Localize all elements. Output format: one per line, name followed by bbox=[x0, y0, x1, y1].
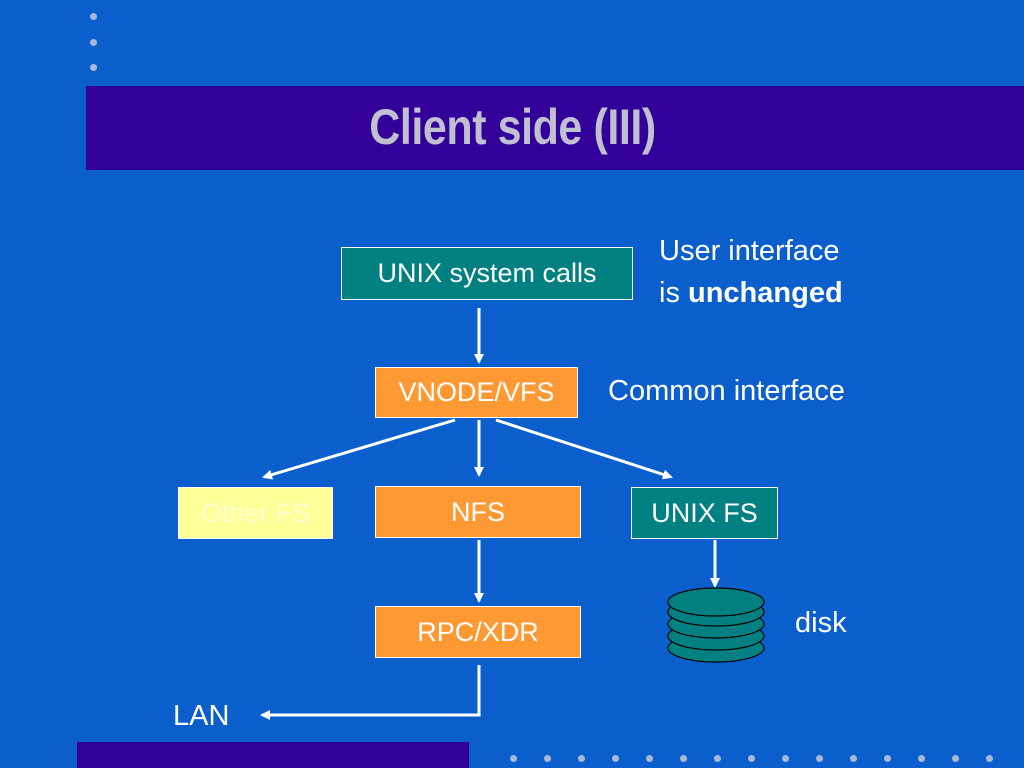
arrow-vfs-to-unixfs bbox=[495, 418, 673, 480]
title-band bbox=[86, 86, 1024, 170]
user-interface-line2-prefix: is bbox=[659, 277, 688, 309]
disk-icon bbox=[667, 587, 765, 663]
other-fs-box: Other FS bbox=[178, 487, 333, 539]
common-interface-note: Common interface bbox=[608, 375, 845, 407]
slide-title: Client side (III) bbox=[369, 99, 656, 155]
arrow-rpc-to-lan bbox=[260, 665, 481, 720]
user-interface-note: User interface is unchanged bbox=[659, 230, 843, 314]
unix-system-calls-box: UNIX system calls bbox=[341, 247, 633, 300]
unchanged-emphasis: unchanged bbox=[688, 277, 843, 309]
vnode-vfs-box: VNODE/VFS bbox=[375, 367, 578, 418]
arrow-vfs-to-otherfs bbox=[262, 418, 456, 480]
rpc-xdr-box: RPC/XDR bbox=[375, 606, 581, 658]
nfs-box: NFS bbox=[375, 486, 581, 538]
user-interface-line1: User interface bbox=[659, 235, 840, 267]
unix-fs-box: UNIX FS bbox=[631, 487, 778, 539]
footer-band bbox=[77, 742, 469, 768]
user-interface-line2: is unchanged bbox=[659, 272, 843, 314]
lan-label: LAN bbox=[173, 700, 230, 732]
disk-label: disk bbox=[795, 607, 847, 639]
